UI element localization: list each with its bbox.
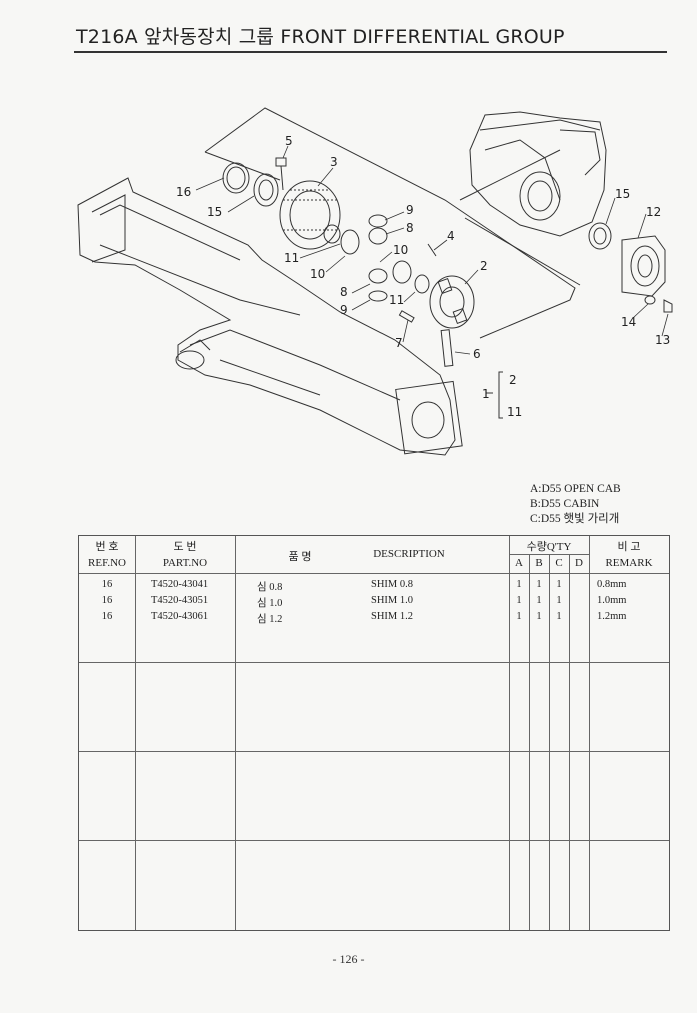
callout: 13 xyxy=(655,333,670,347)
header-ref-kr: 번 호 xyxy=(95,541,119,553)
callout: 9 xyxy=(406,203,414,217)
legend-item: B:D55 CABIN xyxy=(530,498,600,510)
table-row-remark: 0.8mm xyxy=(597,579,627,590)
header-qty-c: C xyxy=(555,557,563,569)
legend-item: A:D55 OPEN CAB xyxy=(530,483,621,495)
table-row-part: T4520-43061 xyxy=(151,611,209,622)
callout: 15 xyxy=(615,187,630,201)
callout: 16 xyxy=(176,185,191,199)
callout: 10 xyxy=(310,267,325,281)
callout: 15 xyxy=(207,205,222,219)
header-remark-kr: 비 고 xyxy=(617,541,641,553)
callout: 5 xyxy=(285,134,293,148)
legend-item: C:D55 햇빛 가리개 xyxy=(530,513,620,525)
callout: 10 xyxy=(393,243,408,257)
table-row-remark: 1.0mm xyxy=(597,595,627,606)
table-row-qty-c: 1 xyxy=(556,595,562,606)
header-description: DESCRIPTION xyxy=(373,548,445,560)
callout: 2 xyxy=(480,259,488,273)
part-15-bearing xyxy=(253,173,279,207)
table-row-qty-c: 1 xyxy=(556,579,562,590)
callout: 8 xyxy=(340,285,348,299)
part-15-right-bearing xyxy=(588,222,612,250)
callout: 11 xyxy=(284,251,299,265)
header-part-kr: 도 번 xyxy=(173,541,197,553)
header-qty-d: D xyxy=(575,557,583,569)
table-row-name: 심 1.0 xyxy=(257,598,283,609)
table-row-desc: SHIM 1.2 xyxy=(371,611,414,622)
callout: 9 xyxy=(340,303,348,317)
table-row-qty-b: 1 xyxy=(536,579,542,590)
header-ref-en: REF.NO xyxy=(88,557,126,569)
header-remark-en: REMARK xyxy=(605,557,653,569)
header-qty: 수량Q'TY xyxy=(526,541,572,553)
header-qty-b: B xyxy=(535,557,543,569)
assembly-bottom: 11 xyxy=(507,405,522,419)
table-row-part: T4520-43041 xyxy=(151,579,209,590)
page-number: - 126 - xyxy=(332,952,365,966)
callout: 12 xyxy=(646,205,661,219)
table-row-qty-b: 1 xyxy=(536,595,542,606)
part-11-gear xyxy=(340,229,360,255)
table-row-ref: 16 xyxy=(101,595,113,606)
page-title: T216A 앞차동장치 그룹 FRONT DIFFERENTIAL GROUP xyxy=(76,26,565,48)
table-row-name: 심 0.8 xyxy=(257,582,283,593)
table-row-name: 심 1.2 xyxy=(257,614,283,625)
table-row-qty-a: 1 xyxy=(516,579,522,590)
part-8-gear xyxy=(368,227,388,245)
callout: 6 xyxy=(473,347,481,361)
gear-carrier xyxy=(469,111,607,237)
table-row-qty-a: 1 xyxy=(516,595,522,606)
part-9-washer xyxy=(368,214,388,228)
assembly-top: 2 xyxy=(509,373,517,387)
table-row-remark: 1.2mm xyxy=(597,611,627,622)
assembly-ref: 1 xyxy=(482,387,490,401)
header-qty-a: A xyxy=(515,557,523,569)
parts-table: 번 호 REF.NO 도 번 PART.NO 품 명 DESCRIPTION 수… xyxy=(78,535,670,931)
table-row-qty-a: 1 xyxy=(516,611,522,622)
callout: 7 xyxy=(395,336,403,350)
table-row-ref: 16 xyxy=(101,611,113,622)
part-3-ring-gear xyxy=(279,180,341,250)
table-row-qty-c: 1 xyxy=(556,611,562,622)
exploded-parts-diagram: 5 3 16 15 9 8 4 10 11 2 10 8 9 11 7 6 15… xyxy=(77,107,673,456)
part-6-shaft xyxy=(440,329,454,367)
callout: 14 xyxy=(621,315,636,329)
legend: A:D55 OPEN CAB B:D55 CABIN C:D55 햇빛 가리개 xyxy=(530,482,621,527)
part-10-gear xyxy=(392,260,412,284)
callout: 4 xyxy=(447,229,455,243)
table-row-qty-b: 1 xyxy=(536,611,542,622)
table-row-desc: SHIM 0.8 xyxy=(371,579,414,590)
table-row-desc: SHIM 1.0 xyxy=(371,595,414,606)
title-rule xyxy=(74,51,667,53)
callout: 8 xyxy=(406,221,414,235)
table-row-part: T4520-43051 xyxy=(151,595,209,606)
part-2-diff-case xyxy=(429,275,475,329)
header-name-kr: 품 명 xyxy=(288,551,312,563)
table-row-ref: 16 xyxy=(101,579,113,590)
header-part-en: PART.NO xyxy=(162,557,208,569)
callout: 3 xyxy=(330,155,338,169)
part-12-flange xyxy=(621,235,666,297)
callout: 11 xyxy=(389,293,404,307)
axle-housing xyxy=(77,177,456,456)
diagram-callouts: 5 3 16 15 9 8 4 10 11 2 10 8 9 11 7 6 15… xyxy=(176,134,670,419)
